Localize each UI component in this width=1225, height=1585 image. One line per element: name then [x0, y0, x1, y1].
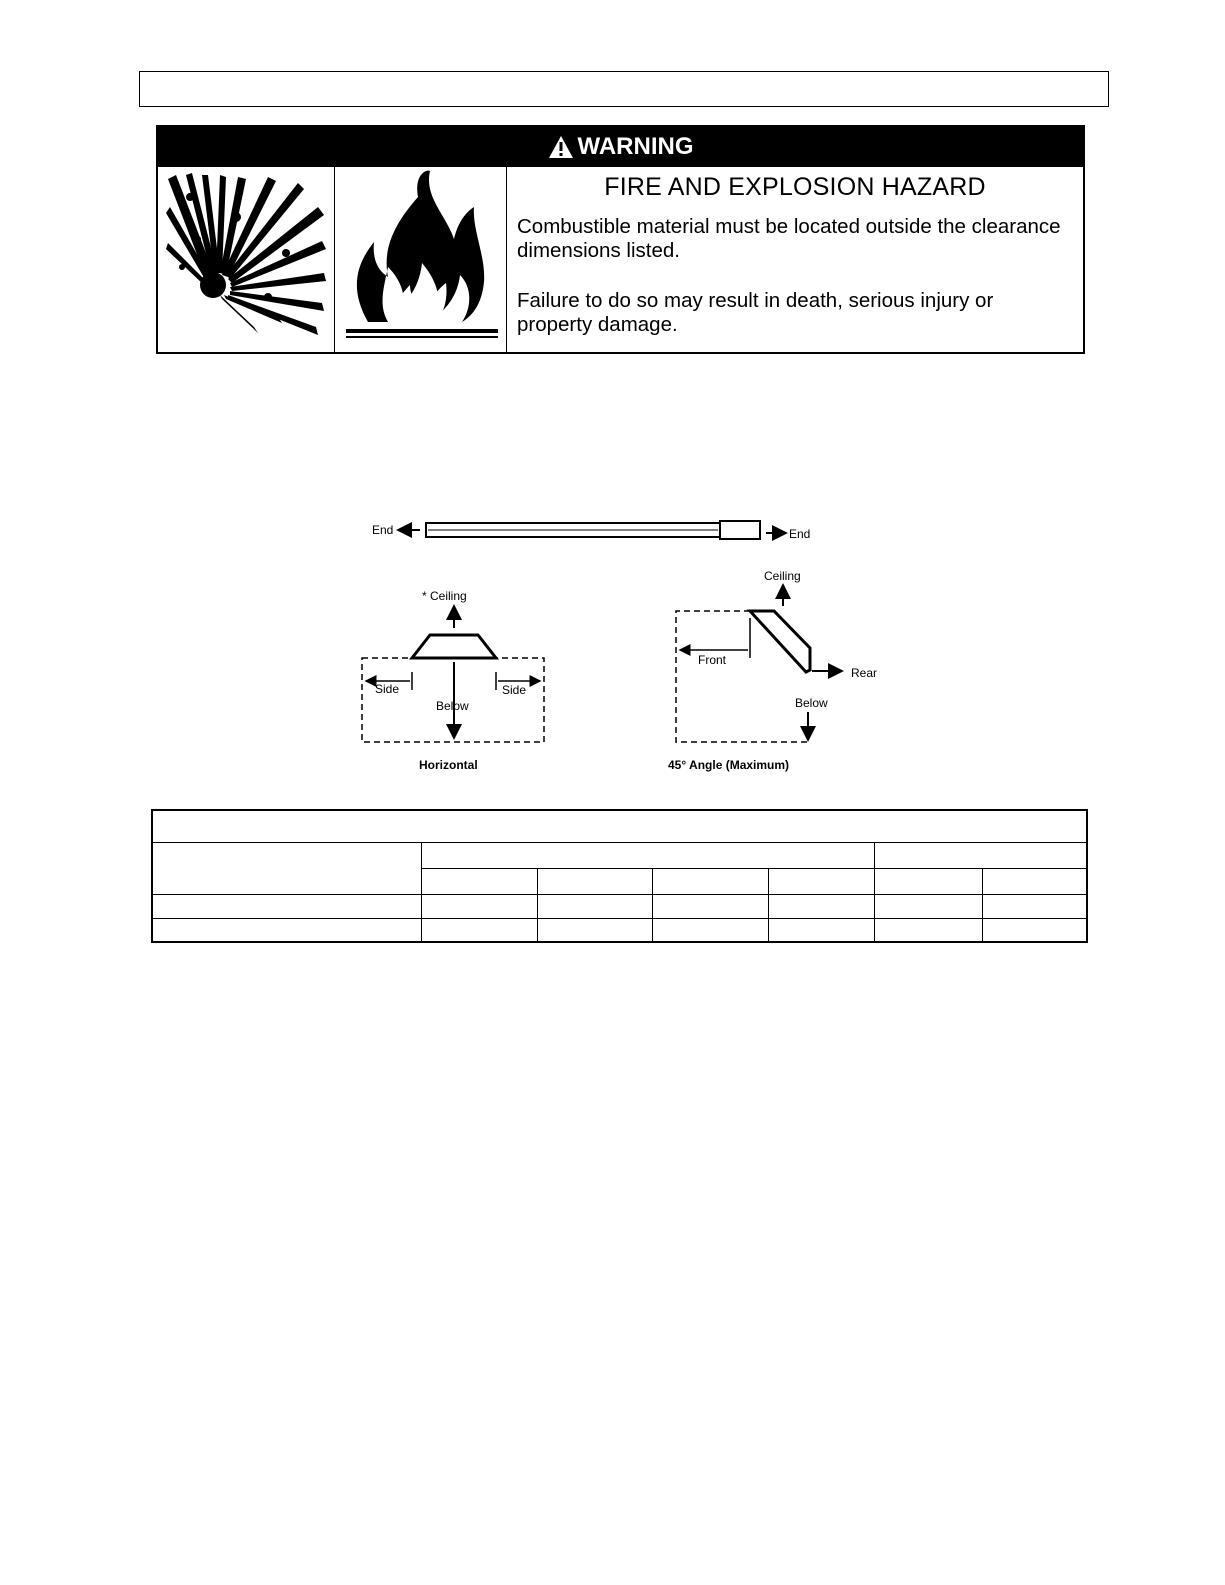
- warning-box: WARNING: [156, 125, 1085, 354]
- below-label-horizontal: Below: [436, 699, 469, 713]
- end-label-right: End: [789, 527, 810, 541]
- front-label: Front: [698, 653, 727, 667]
- table-cell: [873, 893, 983, 919]
- clearance-diagram: End End * Ceiling Side Side Below Horizo…: [361, 520, 877, 772]
- table-cell: [652, 867, 770, 895]
- table-header-row: [151, 841, 1088, 895]
- warning-banner: WARNING: [158, 127, 1083, 167]
- hazard-paragraph-2: Failure to do so may result in death, se…: [517, 289, 994, 336]
- table-cell: [981, 917, 1088, 943]
- warning-triangle-icon: [548, 136, 573, 158]
- hazard-paragraph-1: Combustible material must be located out…: [517, 215, 1061, 262]
- caption-angled: 45° Angle (Maximum): [668, 758, 789, 772]
- table-cell: [420, 917, 538, 943]
- table-cell: [873, 867, 983, 895]
- table-cell: [768, 893, 875, 919]
- warning-banner-label: WARNING: [577, 133, 694, 160]
- clearance-table: [151, 809, 1088, 943]
- table-row: [151, 917, 1088, 943]
- table-cell: [768, 867, 875, 895]
- table-cell: [420, 841, 875, 869]
- hazard-title: FIRE AND EXPLOSION HAZARD: [604, 173, 986, 201]
- horizontal-view: * Ceiling Side Side Below Horizontal: [361, 589, 545, 772]
- explosion-icon: [166, 173, 326, 335]
- table-subheader-row: [152, 867, 1088, 895]
- table-cell: [420, 893, 538, 919]
- table-cell: [151, 841, 422, 895]
- table-cell: [981, 867, 1088, 895]
- table-cell: [151, 917, 422, 943]
- table-cell: [536, 867, 654, 895]
- explosion-pictogram: [158, 167, 335, 352]
- heater-top-view: End End: [372, 520, 810, 541]
- table-cell: [536, 917, 654, 943]
- table-cell: [652, 893, 770, 919]
- rear-label: Rear: [851, 666, 877, 680]
- table-cell: [151, 809, 1088, 843]
- table-cell: [873, 841, 1088, 869]
- side-label-left: Side: [375, 682, 399, 696]
- warning-text-cell: FIRE AND EXPLOSION HAZARD Combustible ma…: [507, 167, 1083, 352]
- side-label-right: Side: [502, 683, 526, 697]
- end-label-left: End: [372, 523, 393, 537]
- caption-horizontal: Horizontal: [419, 758, 478, 772]
- ceiling-label-horizontal: * Ceiling: [422, 589, 467, 603]
- ceiling-label-angled: Ceiling: [764, 569, 801, 583]
- table-cell: [420, 867, 538, 895]
- table-cell: [151, 893, 422, 919]
- table-title-row: [151, 809, 1088, 843]
- below-label-angled: Below: [795, 696, 828, 710]
- table-cell: [536, 893, 654, 919]
- table-cell: [768, 917, 875, 943]
- table-cell: [981, 893, 1088, 919]
- flame-icon: [346, 170, 498, 338]
- table-row: [151, 893, 1088, 919]
- page-header-box: [139, 71, 1109, 107]
- table-cell: [652, 917, 770, 943]
- angled-view: Ceiling Front Rear Below 45° Angle (Maxi…: [668, 569, 877, 772]
- fire-pictogram: [334, 167, 507, 352]
- table-cell: [873, 917, 983, 943]
